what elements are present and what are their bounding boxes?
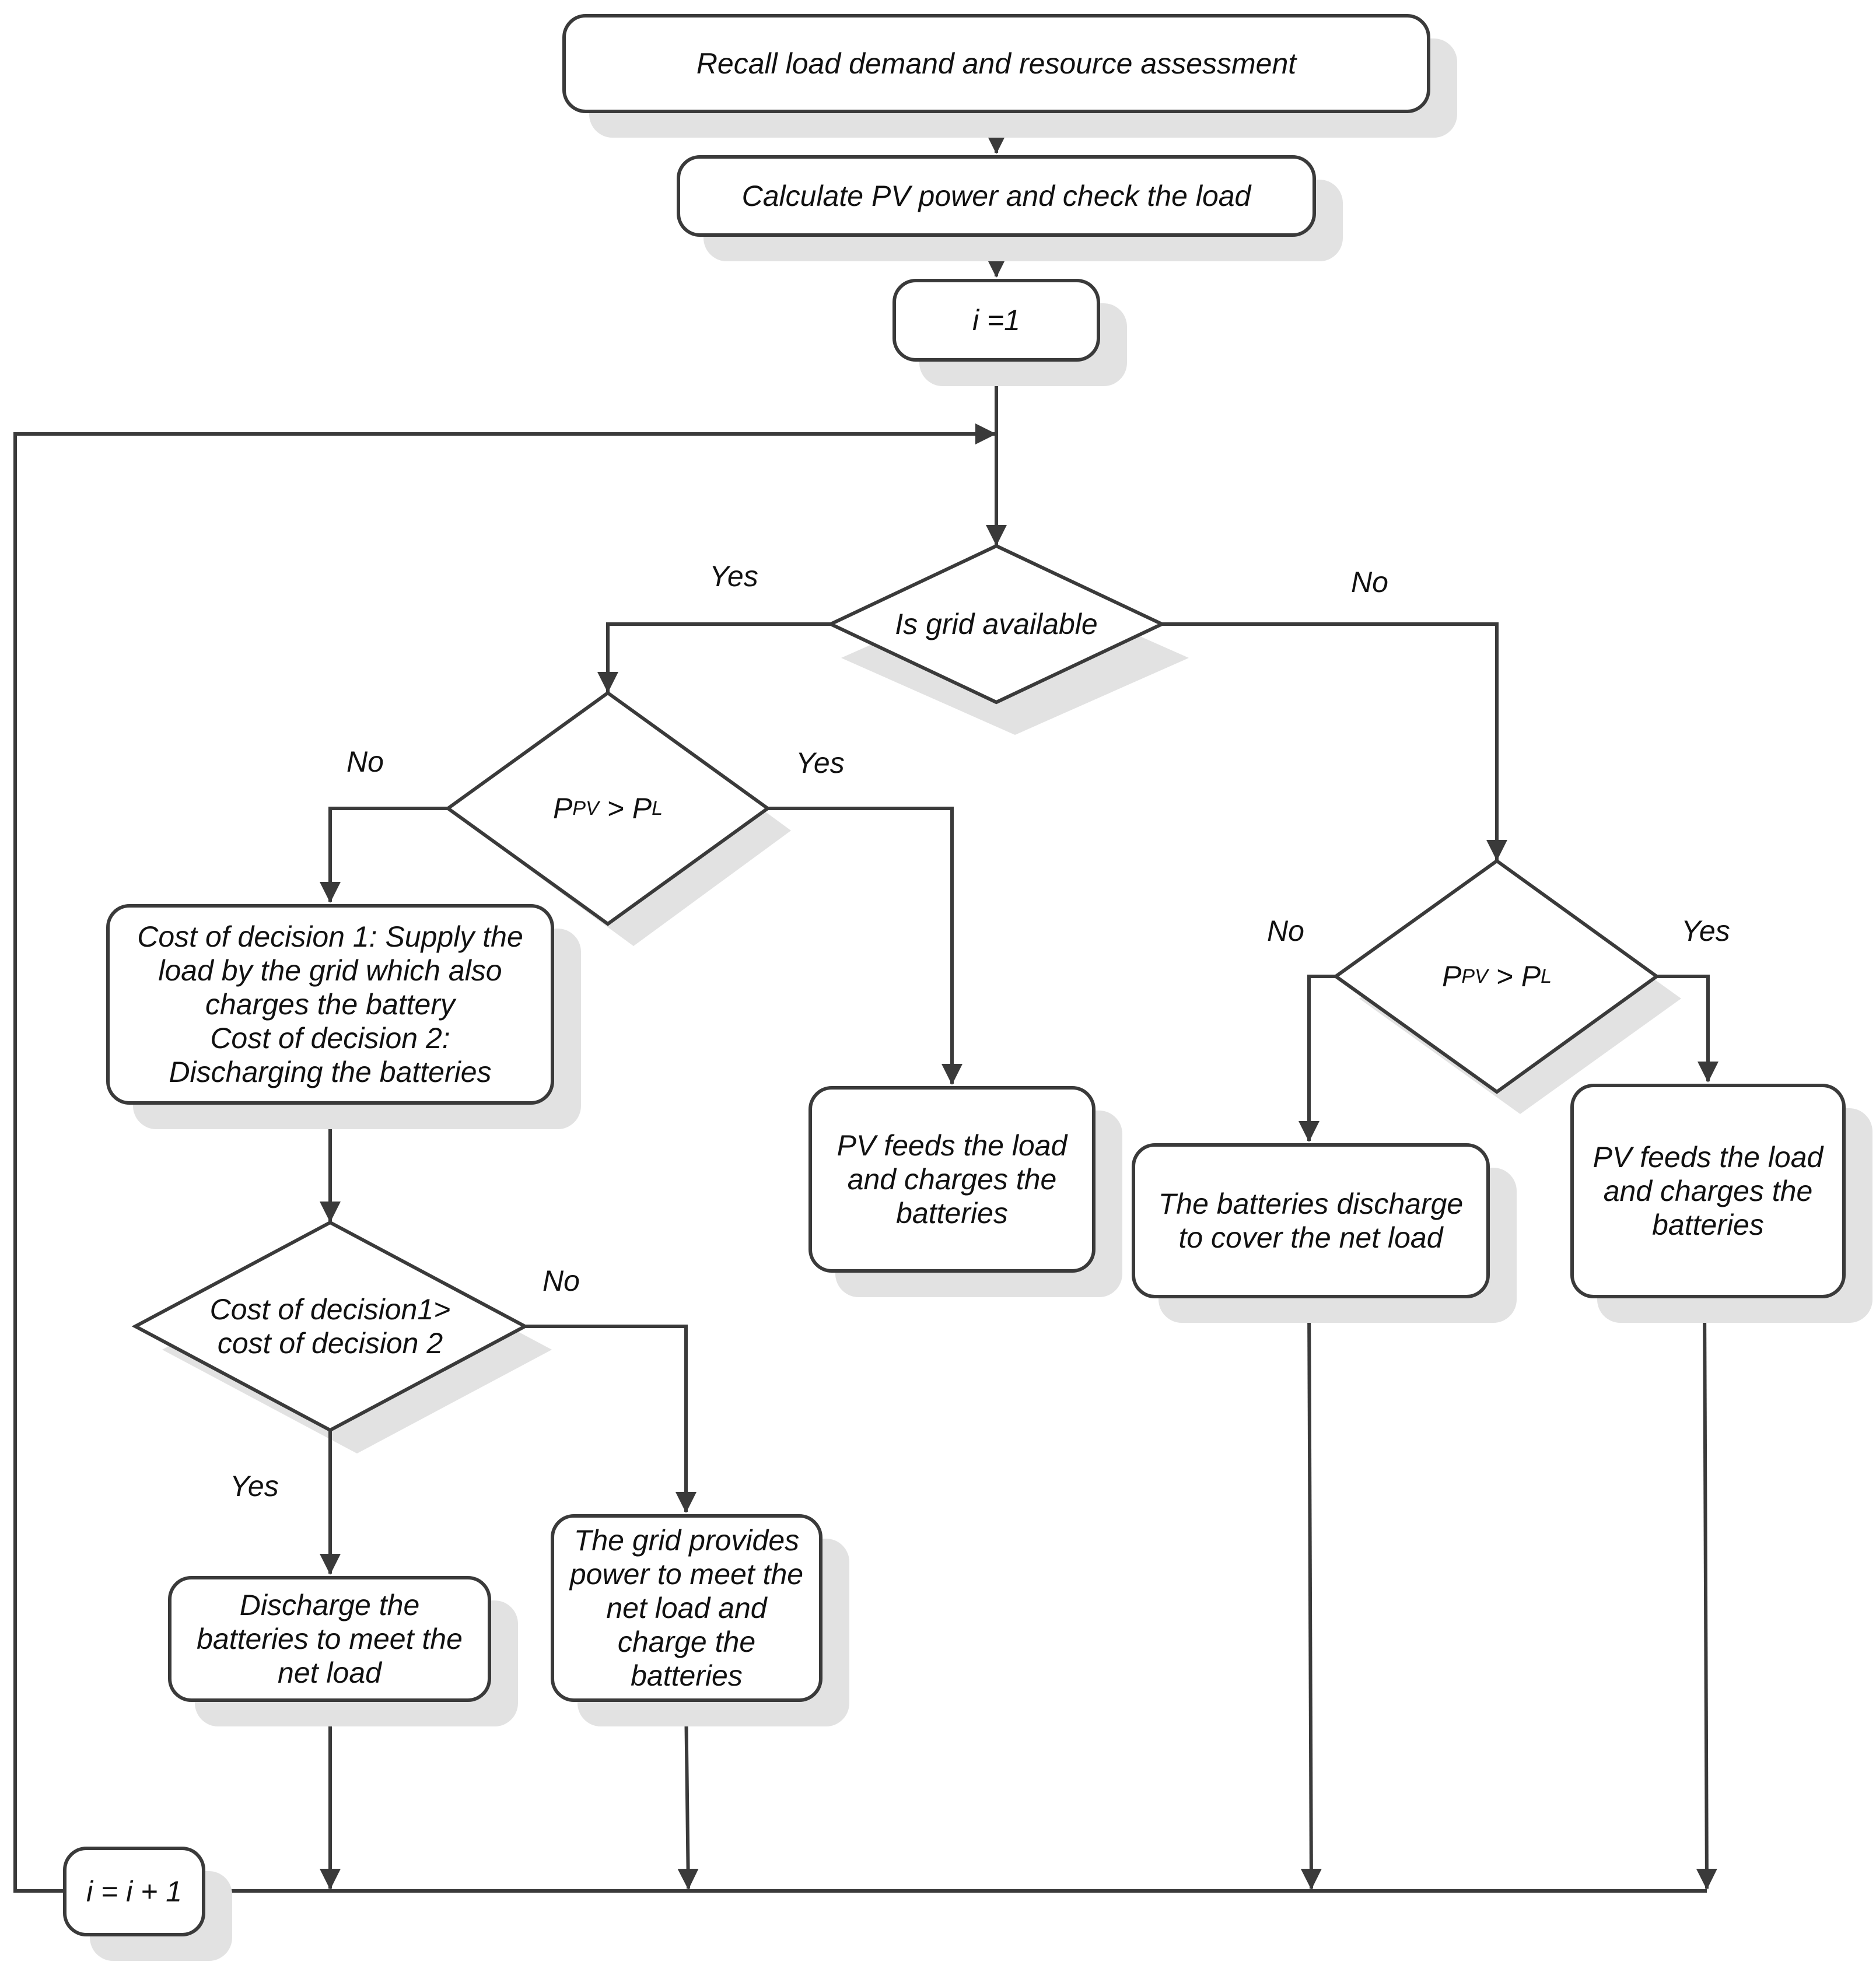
ppv-right-pv-subscript: PV: [1461, 965, 1488, 987]
arrow-grid-no: [1162, 622, 1507, 861]
costs-box: Cost of decision 1: Supply the load by t…: [106, 904, 554, 1105]
recall-box: Recall load demand and resource assessme…: [562, 14, 1430, 113]
ppv-left-decision-diamond: [444, 691, 771, 926]
grid-decision-diamond: [826, 544, 1167, 705]
calc-pv-box: Calculate PV power and check the load: [677, 155, 1316, 237]
cost-compare-decision-text: Cost of decision1> cost of decision 2: [209, 1293, 451, 1360]
pv-feeds-left-box: PV feeds the load and charges the batter…: [808, 1086, 1096, 1273]
ppv-right-decision-diamond: [1332, 859, 1660, 1094]
ppv-left-p: P: [553, 792, 573, 825]
loop-back-line: [13, 423, 996, 1893]
arrow-left-yes: [768, 807, 963, 1085]
ppv-left-pv-subscript: PV: [572, 797, 599, 819]
ppv-right-p: P: [1442, 960, 1462, 993]
right-no-label: No: [1267, 915, 1304, 947]
ppv-left-pl: P: [632, 792, 652, 825]
arrow-batt-discharge-down: [1300, 1298, 1322, 1890]
arrow-cost-no: [525, 1325, 696, 1513]
grid-decision-text: Is grid available: [895, 608, 1098, 640]
right-yes-label: Yes: [1681, 915, 1730, 947]
arrow-right-no: [1298, 975, 1336, 1142]
cost-yes-label: Yes: [230, 1470, 279, 1502]
grid-no-label: No: [1351, 566, 1388, 598]
arrow-grid-provides-down: [677, 1701, 699, 1890]
batteries-discharge-box: The batteries discharge to cover the net…: [1132, 1143, 1490, 1298]
arrow-right-yes: [1657, 975, 1718, 1083]
pv-feeds-right-box: PV feeds the load and charges the batter…: [1570, 1084, 1846, 1298]
increment-box: i = i + 1: [63, 1847, 205, 1936]
left-no-label: No: [346, 745, 384, 778]
ppv-right-operator: >: [1488, 960, 1521, 993]
ppv-left-operator: >: [598, 792, 632, 825]
ppv-left-l-subscript: L: [652, 797, 663, 819]
left-yes-label: Yes: [796, 747, 845, 779]
cost-no-label: No: [542, 1265, 580, 1297]
discharge-batteries-box: Discharge the batteries to meet the net …: [168, 1576, 491, 1702]
arrow-grid-yes: [597, 622, 831, 693]
arrow-left-no: [320, 807, 448, 903]
init-box: i =1: [892, 279, 1100, 362]
ppv-right-l-subscript: L: [1541, 965, 1552, 987]
ppv-right-pl: P: [1521, 960, 1541, 993]
arrow-pv-feeds-right-down: [1696, 1298, 1717, 1890]
grid-yes-label: Yes: [709, 560, 758, 593]
grid-provides-box: The grid provides power to meet the net …: [551, 1514, 822, 1702]
